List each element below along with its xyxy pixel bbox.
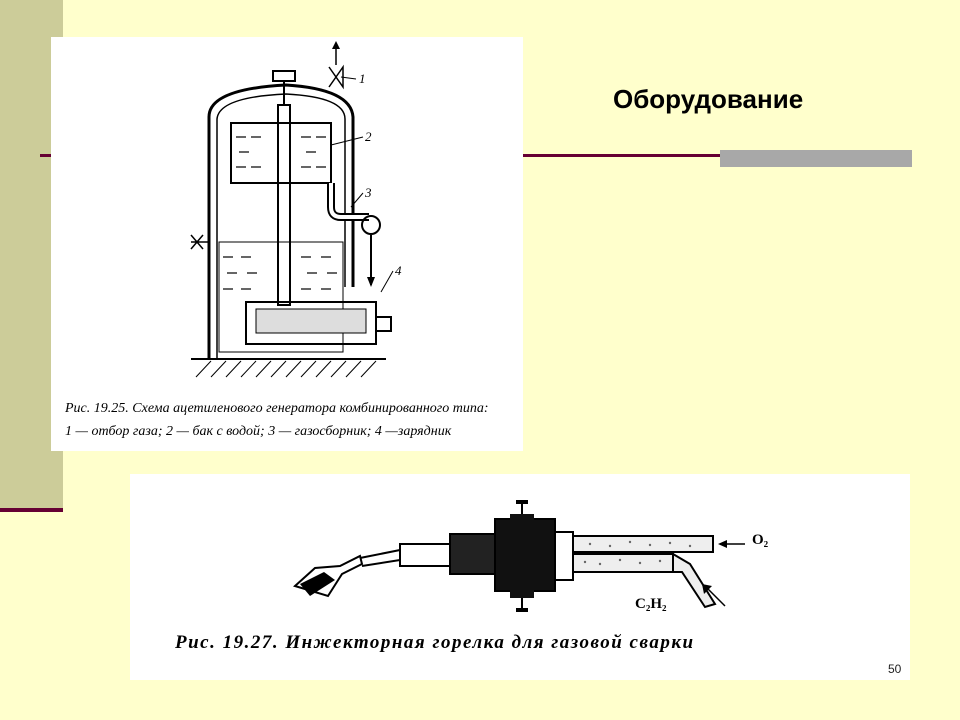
label-o2: O₂ <box>752 532 769 548</box>
torch-diagram <box>293 500 745 612</box>
slide-title: Оборудование <box>613 84 804 114</box>
generator-diagram <box>190 41 394 378</box>
label-c2h2: C₂H₂ <box>635 596 667 612</box>
label-3: 3 <box>365 185 372 200</box>
figure-acetylene-generator: 1 2 3 4 Рис. 19.25. Схема ацетиленового … <box>51 37 523 451</box>
side-band-line <box>0 508 63 512</box>
label-2: 2 <box>365 129 372 144</box>
header-accent-bar <box>720 150 912 167</box>
figure2-caption: Рис. 19.27. Инжекторная горелка для газо… <box>175 632 695 653</box>
label-1: 1 <box>359 71 366 86</box>
figure1-caption-line1: Рис. 19.25. Схема ацетиленового генерато… <box>65 401 489 416</box>
figure-injector-torch: O₂ C₂H₂ Рис. 19.27. Инжекторная горелка … <box>130 474 910 680</box>
label-4: 4 <box>395 263 402 278</box>
figure1-caption-line2: 1 — отбор газа; 2 — бак с водой; 3 — газ… <box>65 424 452 439</box>
slide-number: 50 <box>888 662 902 676</box>
